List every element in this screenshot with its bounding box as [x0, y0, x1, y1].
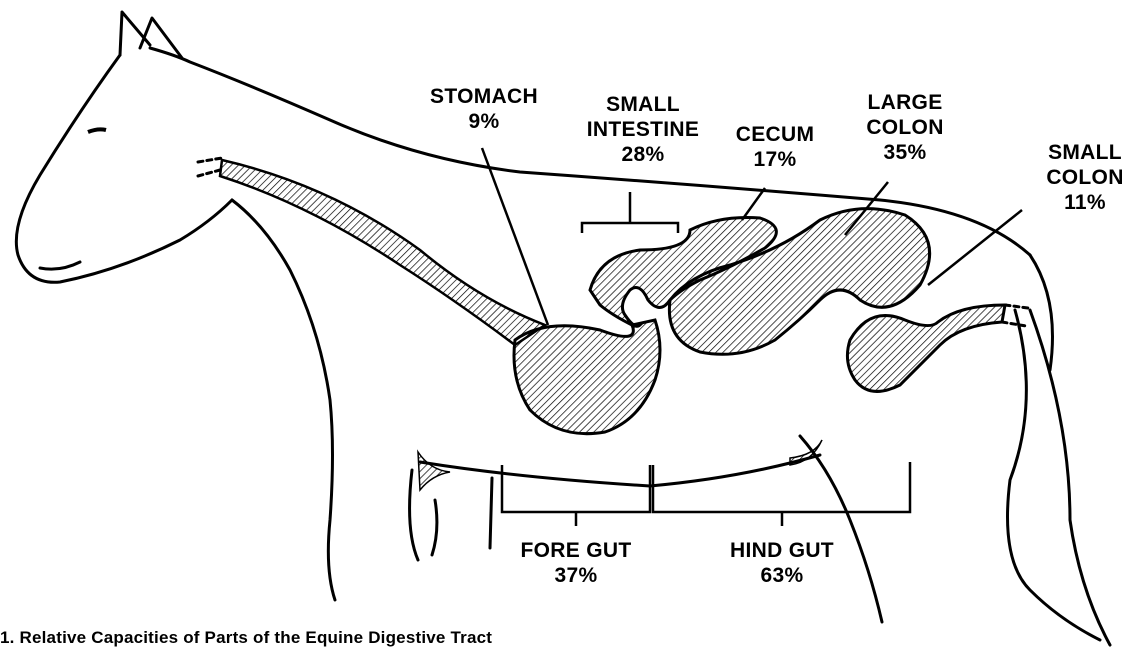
- cecum-pct: 17%: [720, 147, 830, 172]
- stomach-region: [514, 320, 660, 434]
- fore-gut-pct: 37%: [496, 563, 656, 588]
- small-colon-name2: COLON: [1035, 165, 1135, 190]
- label-small-colon: SMALL COLON 11%: [1035, 140, 1135, 215]
- hind-gut-name: HIND GUT: [702, 538, 862, 563]
- label-fore-gut: FORE GUT 37%: [496, 538, 656, 588]
- large-colon-name1: LARGE: [845, 90, 965, 115]
- label-small-intestine: SMALL INTESTINE 28%: [568, 92, 718, 167]
- large-colon-pct: 35%: [845, 140, 965, 165]
- label-stomach: STOMACH 9%: [414, 84, 554, 134]
- small-colon-pct: 11%: [1035, 190, 1135, 215]
- stomach-pct: 9%: [414, 109, 554, 134]
- label-large-colon: LARGE COLON 35%: [845, 90, 965, 165]
- label-cecum: CECUM 17%: [720, 122, 830, 172]
- small-colon-name1: SMALL: [1035, 140, 1135, 165]
- shading-left: [418, 452, 450, 490]
- small-intestine-name1: SMALL: [568, 92, 718, 117]
- large-colon-name2: COLON: [845, 115, 965, 140]
- horse-eye: [88, 129, 106, 132]
- small-intestine-name2: INTESTINE: [568, 117, 718, 142]
- label-hind-gut: HIND GUT 63%: [702, 538, 862, 588]
- cecum-name: CECUM: [720, 122, 830, 147]
- hind-gut-pct: 63%: [702, 563, 862, 588]
- small-colon-region: [847, 305, 1005, 391]
- fore-gut-name: FORE GUT: [496, 538, 656, 563]
- small-intestine-pct: 28%: [568, 142, 718, 167]
- stomach-name: STOMACH: [414, 84, 554, 109]
- figure-caption: 1. Relative Capacities of Parts of the E…: [0, 628, 492, 648]
